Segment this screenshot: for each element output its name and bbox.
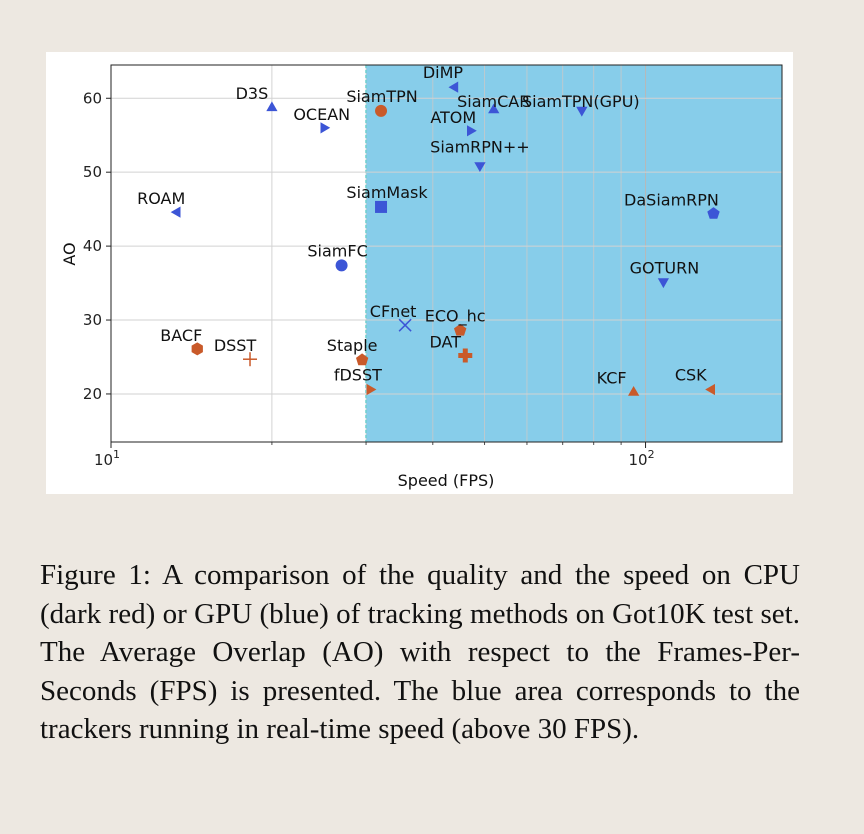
- label-fdsst: fDSST: [334, 366, 382, 385]
- marker-fdsst: [366, 383, 377, 396]
- figure-caption: Figure 1: A comparison of the quality an…: [40, 559, 800, 745]
- marker-atom: [467, 125, 477, 137]
- marker-d3s: [266, 101, 278, 112]
- y-axis-title: AO: [60, 242, 79, 265]
- label-csk: CSK: [675, 366, 707, 385]
- label-staple: Staple: [327, 336, 378, 355]
- marker-dasiamrpn: [707, 207, 720, 219]
- y-tick-label: 30: [83, 311, 102, 329]
- marker-siamfc: [335, 259, 348, 272]
- marker-ocean: [320, 122, 331, 134]
- x-tick-label: 101: [94, 448, 120, 469]
- label-eco-hc: ECO_hc: [425, 306, 486, 326]
- marker-siamrpn: [474, 162, 486, 172]
- plot-frame: [110, 64, 783, 443]
- label-atom: ATOM: [430, 108, 476, 127]
- label-siamfc: SiamFC: [307, 241, 367, 260]
- label-bacf: BACF: [160, 326, 202, 345]
- label-siamrpn: SiamRPN++: [430, 138, 530, 157]
- marker-dimp: [448, 81, 459, 93]
- label-cfnet: CFnet: [370, 302, 417, 321]
- label-ocean: OCEAN: [293, 105, 350, 124]
- label-siamcar: SiamCAR: [457, 92, 530, 111]
- label-siamtpn-gpu: SiamTPN(GPU): [522, 92, 640, 111]
- marker-kcf: [628, 386, 640, 396]
- label-d3s: D3S: [236, 84, 269, 103]
- label-dimp: DiMP: [423, 63, 464, 82]
- y-tick-label: 50: [83, 163, 102, 181]
- label-dat: DAT: [430, 333, 462, 352]
- label-roam: ROAM: [137, 189, 185, 208]
- label-kcf: KCF: [597, 368, 627, 387]
- y-tick-label: 20: [83, 385, 102, 403]
- marker-dsst: [243, 352, 258, 367]
- y-tick-label: 60: [83, 89, 102, 107]
- marker-siamtpn-gpu: [576, 106, 588, 117]
- label-siammask: SiamMask: [346, 183, 428, 202]
- marker-eco-hc: [454, 323, 467, 336]
- marker-cfnet: [398, 318, 412, 332]
- marker-siamtpn: [375, 104, 388, 117]
- x-axis-title: Speed (FPS): [398, 471, 495, 490]
- y-tick-label: 40: [83, 237, 102, 255]
- marker-bacf: [191, 342, 203, 356]
- marker-dat: [458, 348, 473, 363]
- label-goturn: GOTURN: [630, 259, 700, 278]
- marker-csk: [705, 383, 715, 396]
- marker-staple: [356, 353, 369, 366]
- label-dsst: DSST: [214, 336, 257, 355]
- marker-goturn: [657, 278, 669, 289]
- marker-siamcar: [488, 103, 500, 114]
- label-dasiamrpn: DaSiamRPN: [624, 191, 719, 210]
- marker-roam: [170, 206, 181, 218]
- x-tick-label: 102: [628, 448, 654, 469]
- realtime-region: [366, 65, 782, 442]
- marker-siammask: [375, 200, 388, 213]
- label-siamtpn: SiamTPN: [346, 87, 417, 106]
